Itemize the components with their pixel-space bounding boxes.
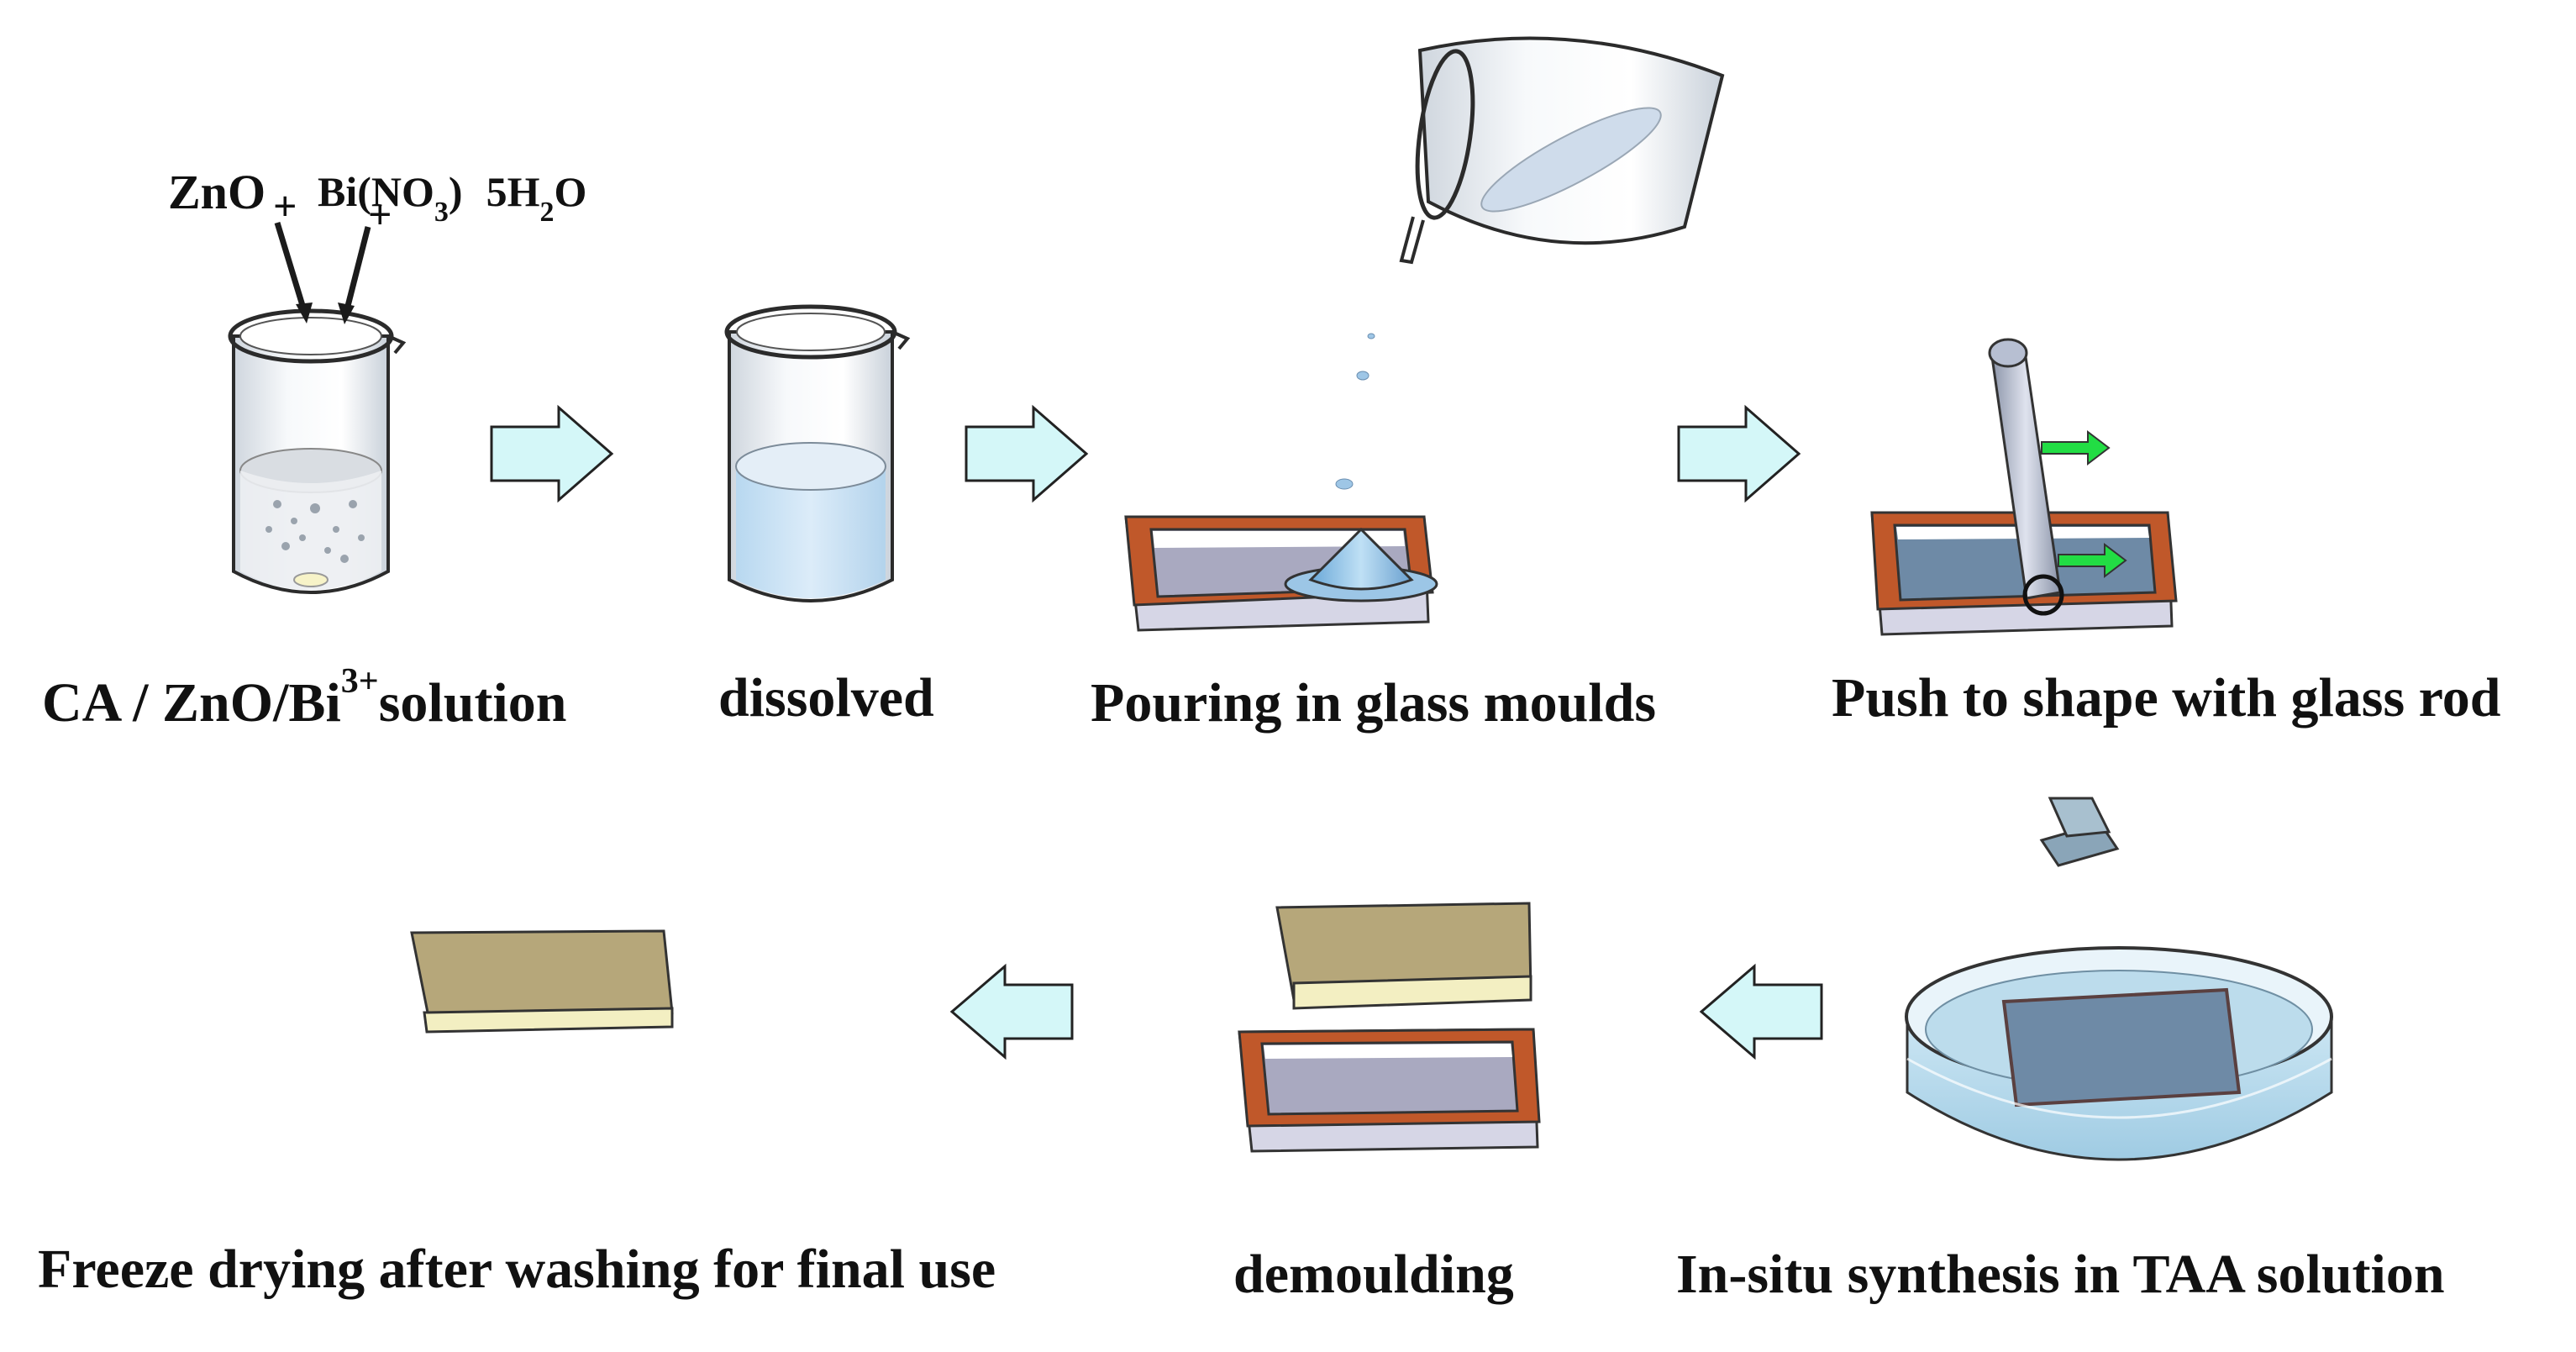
step1-caption: CA / ZnO/Bi3+solution <box>42 662 566 734</box>
film-lifted <box>1275 902 1532 1010</box>
push-direction-arrow-icon <box>2041 429 2111 466</box>
flow-arrow-right-icon <box>965 404 1089 503</box>
empty-glass-mould <box>1238 1028 1541 1153</box>
flow-arrow-left-icon <box>949 963 1074 1060</box>
step6-caption: demoulding <box>1233 1244 1514 1305</box>
liquid-drops <box>1335 333 1375 490</box>
flow-arrow-right-icon <box>1677 404 1801 503</box>
step2-caption: dissolved <box>718 667 934 729</box>
pouring-beaker <box>1399 36 1725 265</box>
dissolved-beaker <box>724 304 911 602</box>
final-film <box>410 929 674 1034</box>
plus-icon: + <box>273 182 297 229</box>
plus-icon: + <box>368 191 392 238</box>
step3-caption: Pouring in glass moulds <box>1091 672 1656 734</box>
bi-nitrate-label: Bi(NO3)5H2O <box>318 168 586 228</box>
flow-arrow-right-icon <box>490 404 614 503</box>
step5-caption: In-situ synthesis in TAA solution <box>1676 1244 2445 1305</box>
sample-holder-icon <box>2039 797 2120 867</box>
step4-caption: Push to shape with glass rod <box>1832 667 2500 729</box>
flow-arrow-left-icon <box>1699 963 1823 1060</box>
glass-rod <box>1988 338 2064 616</box>
glass-mould-pouring <box>1124 515 1438 632</box>
zno-label: ZnO <box>168 165 265 219</box>
push-direction-arrow-icon <box>2058 542 2127 579</box>
beaker-with-reagents: + + <box>228 182 407 594</box>
petri-dish <box>1905 946 2333 1161</box>
step7-caption: Freeze drying after washing for final us… <box>38 1239 996 1300</box>
